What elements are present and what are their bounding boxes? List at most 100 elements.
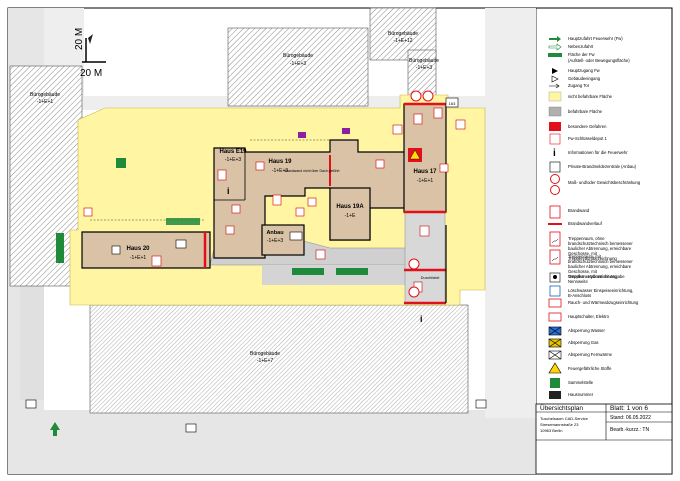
svg-text:Absperrung Gas: Absperrung Gas <box>568 340 599 345</box>
svg-text:Durchfahrt: Durchfahrt <box>421 275 441 280</box>
fw-inlet-icon <box>549 285 561 297</box>
line-arrow-icon <box>549 83 560 89</box>
legend-item: Absperrung Fernwärme <box>548 350 613 360</box>
svg-text:-1+E+12: -1+E+12 <box>393 38 412 44</box>
map-symbols <box>83 107 466 293</box>
svg-text:Private-Brandmeldezentrale (An: Private-Brandmeldezentrale (Anbau) <box>568 164 637 169</box>
scale-bar: 20 M 20 M <box>74 28 106 79</box>
legend-item: Löschwasser Einspeiseeinrichtung,B-Ansch… <box>549 285 633 298</box>
info-icon: i <box>227 186 230 196</box>
svg-text:Haus E19: Haus E19 <box>219 149 247 155</box>
assembly-icon <box>550 378 560 388</box>
svg-text:Haus 17: Haus 17 <box>413 169 437 175</box>
svg-text:10963 Berlin: 10963 Berlin <box>540 428 562 433</box>
svg-text:Hauptzufahrt Feuerwehr (Fw): Hauptzufahrt Feuerwehr (Fw) <box>568 36 623 41</box>
svg-text:-1+E+7: -1+E+7 <box>257 358 274 364</box>
legend-item: Zugang Tor <box>549 83 590 89</box>
legend-item: Gebäudeeingang <box>551 75 601 83</box>
map-area: 163 i i Haus 20 -1+E+1 Haus E19 -1+E+3 H… <box>8 7 536 474</box>
svg-text:Löschwasser Einspeiseeinrichtu: Löschwasser Einspeiseeinrichtung,B-Ansch… <box>568 288 633 298</box>
svg-text:Stresemannstraße 23: Stresemannstraße 23 <box>540 422 579 427</box>
svg-text:besondere Gefahren: besondere Gefahren <box>568 124 607 129</box>
hazard-icon <box>548 362 562 374</box>
legend-item: Brandwand <box>549 205 590 219</box>
title-block: Übersichtsplan Blatt: 1 von 6 Tuschelsao… <box>535 403 673 475</box>
svg-text:befahrbare Fläche: befahrbare Fläche <box>568 109 603 114</box>
hydrant-icon <box>549 272 561 283</box>
plan-title: Übersichtsplan <box>540 404 583 412</box>
open-triangle-icon <box>551 75 559 83</box>
svg-text:nicht befahrbare Fläche: nicht befahrbare Fläche <box>568 94 613 99</box>
legend: Hauptzufahrt Feuerwehr (Fw) NebenzufahrtF… <box>548 36 641 399</box>
svg-text:20 M: 20 M <box>80 68 102 79</box>
fw-area-arrows <box>50 158 368 436</box>
height-limit-icon <box>550 174 560 195</box>
legend-item: (Aufstell- oder Bewegungsfläche) <box>568 58 630 63</box>
legend-item: Brandwandverlauf <box>548 221 603 226</box>
main-switch-icon <box>548 312 562 322</box>
svg-text:-1+E+3: -1+E+3 <box>267 238 284 244</box>
legend-item: befahrbare Fläche <box>548 106 603 117</box>
bma-icon <box>549 161 561 173</box>
legend-item: Fläche der Fw <box>548 52 596 57</box>
svg-text:Nebenzufahrt: Nebenzufahrt <box>568 44 594 49</box>
svg-text:Brandwandverlauf: Brandwandverlauf <box>568 221 603 226</box>
svg-text:(Aufstell- oder Bewegungsfläch: (Aufstell- oder Bewegungsfläche) <box>568 58 630 63</box>
key-depot-icon <box>549 133 561 145</box>
yellow-swatch-icon <box>548 91 562 102</box>
green-double-arrow-icon <box>548 53 562 57</box>
svg-text:Sammelstelle: Sammelstelle <box>568 380 594 385</box>
svg-text:Bürogebäude: Bürogebäude <box>30 92 60 98</box>
legend-item: Hauptzufahrt Feuerwehr (Fw) <box>549 36 623 42</box>
svg-text:Bürogebäude: Bürogebäude <box>388 31 418 37</box>
svg-text:Hausnummer: Hausnummer <box>568 392 594 397</box>
legend-item: Fw-Schlüsseldepot 1 <box>549 133 608 145</box>
house-number-icon <box>445 97 459 108</box>
svg-text:Maß- und/oder Gewichtsbeschrän: Maß- und/oder Gewichtsbeschränkung <box>568 180 641 185</box>
svg-text:-1+E+3: -1+E+3 <box>290 61 307 67</box>
sheet-number: Blatt: 1 von 6 <box>610 405 648 412</box>
svg-text:Fw-Schlüsseldepot 1: Fw-Schlüsseldepot 1 <box>568 136 608 141</box>
svg-text:Absperrung Wasser: Absperrung Wasser <box>568 328 605 333</box>
svg-text:Hauptzugang Fw: Hauptzugang Fw <box>568 68 601 73</box>
building-buero-top <box>227 27 369 107</box>
legend-item: Feuergefährliche Stoffe <box>548 362 612 374</box>
svg-text:-1+E: -1+E <box>345 213 356 219</box>
legend-item: Hausnummer <box>549 391 594 399</box>
svg-text:-1+E+1: -1+E+1 <box>417 178 434 184</box>
height-limit-icon <box>410 90 422 102</box>
plan-date: Stand: 06.05.2022 <box>610 415 651 421</box>
svg-text:Anbau: Anbau <box>266 230 283 236</box>
gas-shutoff-icon <box>548 338 562 348</box>
svg-text:Bürogebäude: Bürogebäude <box>409 58 439 64</box>
svg-text:i: i <box>420 314 423 324</box>
svg-text:Bürogebäude: Bürogebäude <box>283 53 313 59</box>
hollow-arrow-icon <box>548 43 562 51</box>
building-labels: Haus 20 -1+E+1 Haus E19 -1+E+3 Haus 19 -… <box>30 31 440 364</box>
staircase-2-icon <box>549 249 561 265</box>
svg-text:Absperrung Fernwärme: Absperrung Fernwärme <box>568 352 613 357</box>
svg-text:Zugang Tor: Zugang Tor <box>568 83 590 88</box>
svg-text:i: i <box>553 148 556 159</box>
svg-text:Tuschelsaom CAD-Service: Tuschelsaom CAD-Service <box>540 416 589 421</box>
green-arrow-icon <box>549 36 561 42</box>
svg-text:Haus 19: Haus 19 <box>268 159 292 165</box>
building-haus-19a <box>329 187 371 241</box>
legend-item: nicht befahrbare Fläche <box>548 91 613 102</box>
water-shutoff-icon <box>548 326 562 336</box>
firewall-icon <box>549 205 561 219</box>
legend-item: Absperrung Wasser <box>548 326 605 336</box>
legend-item: besondere Gefahren <box>549 122 607 131</box>
house-number-label: 163 <box>449 101 456 106</box>
legend-item: Hauptzugang Fw <box>552 68 601 74</box>
svg-text:Hauptschalter, Elektro: Hauptschalter, Elektro <box>568 314 610 319</box>
black-triangle-icon <box>552 68 558 74</box>
svg-text:Fläche der Fw: Fläche der Fw <box>568 52 596 57</box>
